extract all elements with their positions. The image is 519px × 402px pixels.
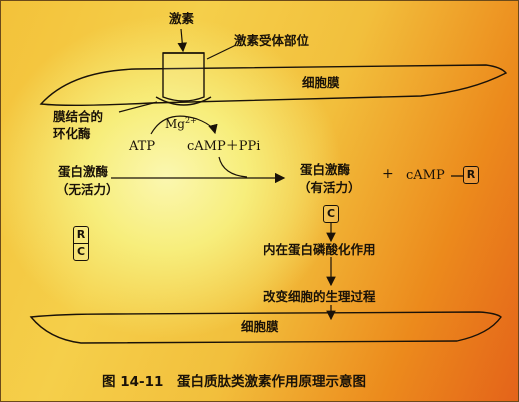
bottom-membrane-shape	[29, 311, 502, 344]
cell-membrane-bottom-label: 细胞膜	[241, 319, 279, 334]
cyclase-curve	[155, 96, 212, 106]
physiology-change-label: 改变细胞的生理过程	[263, 289, 376, 304]
figure-number: 图 14-11	[102, 374, 164, 390]
atp-to-camp-arrow	[150, 115, 218, 135]
mg-text: Mg	[165, 117, 185, 131]
receptor-site-label: 激素受体部位	[234, 33, 310, 48]
cell-membrane-top-label: 细胞膜	[302, 75, 340, 90]
kinase-active-label-line2: （有活力）	[298, 180, 361, 195]
cyclase-label-line2: 环化酶	[53, 126, 91, 141]
camp-ppi-label: cAMP＋PPi	[187, 139, 261, 154]
figure-title: 蛋白质肽类激素作用原理示意图	[177, 374, 366, 390]
rc-top-box: R	[73, 226, 89, 243]
mg-ion-label: Mg2+	[165, 116, 197, 131]
receptor-box	[162, 52, 205, 102]
r-subunit-box: R	[463, 166, 479, 184]
plus-sign: +	[382, 166, 394, 182]
hormone-label: 激素	[169, 11, 195, 26]
top-membrane-shape	[39, 64, 508, 106]
atp-label: ATP	[129, 139, 156, 154]
cyclase-label-line1: 膜结合的	[53, 109, 104, 124]
camp-label: cAMP	[406, 168, 445, 183]
kinase-inactive-label-line1: 蛋白激酶	[58, 164, 109, 179]
camp-curve	[218, 156, 248, 178]
rc-bottom-box: C	[73, 243, 89, 261]
kinase-active-label-line1: 蛋白激酶	[300, 162, 351, 177]
c-subunit-box: C	[323, 205, 339, 223]
phosphorylation-label: 内在蛋白磷酸化作用	[263, 242, 376, 257]
kinase-inactive-label-line2: （无活力）	[56, 182, 119, 197]
mg-charge: 2+	[184, 116, 197, 125]
figure-number-text: 图 14-11	[102, 374, 164, 390]
